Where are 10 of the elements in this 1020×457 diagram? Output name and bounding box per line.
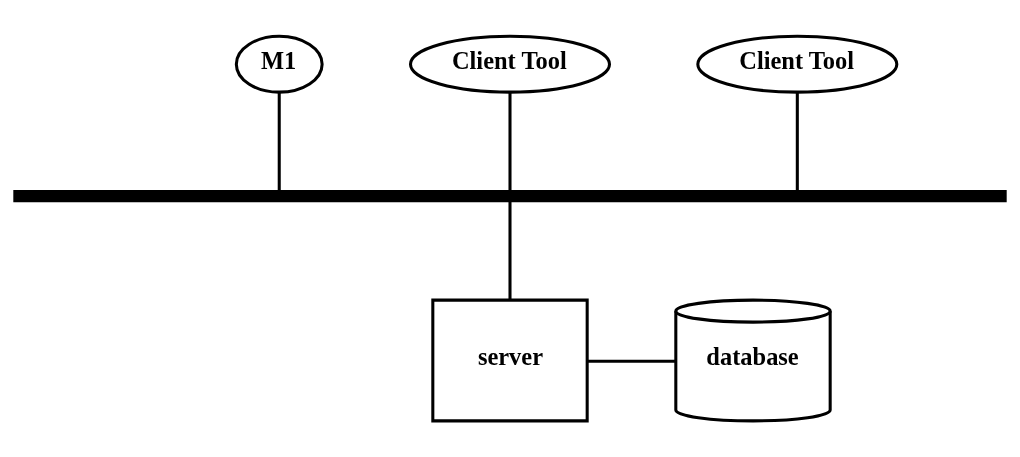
node-ellipse: Client Tool — [696, 34, 899, 94]
node-ellipse: M1 — [234, 34, 324, 94]
connector — [795, 92, 799, 192]
connector — [277, 92, 281, 192]
connector — [508, 92, 512, 192]
node-bar — [13, 190, 1007, 203]
connector — [587, 359, 676, 363]
node-box: server — [431, 298, 589, 423]
connector — [508, 200, 512, 300]
node-ellipse: Client Tool — [408, 34, 612, 94]
